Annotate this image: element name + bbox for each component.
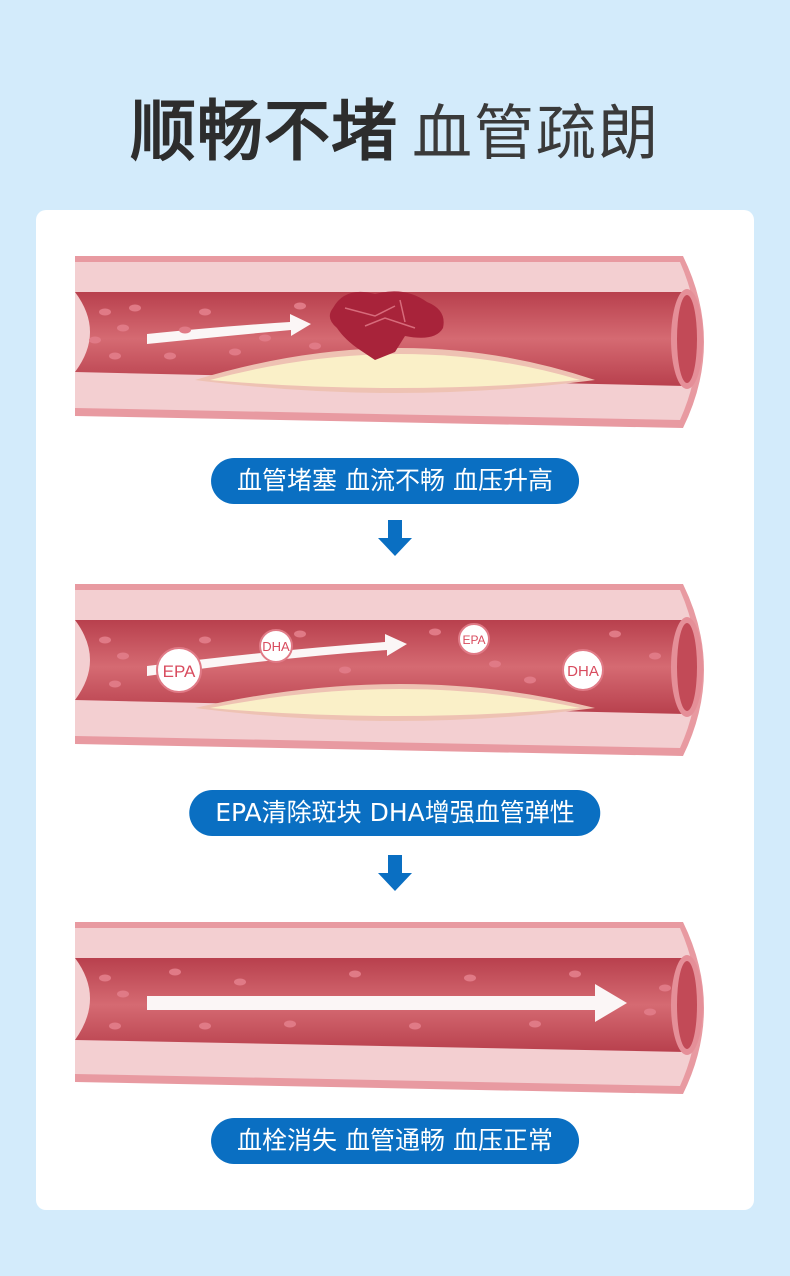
dha-label-small: DHA bbox=[262, 639, 290, 654]
down-arrow-icon bbox=[378, 855, 412, 891]
dha-label-large: DHA bbox=[567, 663, 599, 680]
dha-molecule-small bbox=[259, 629, 293, 663]
page-title: 顺畅不堵血管疏朗 bbox=[0, 78, 790, 174]
dha-molecule-large bbox=[562, 649, 604, 691]
vessel-epa-dha-illustration: EPA DHA EPA DHA bbox=[75, 584, 704, 756]
epa-molecule-large bbox=[156, 647, 202, 693]
epa-label-large: EPA bbox=[163, 662, 196, 681]
stage-2-caption: EPA清除斑块 DHA增强血管弹性 bbox=[189, 790, 601, 836]
title-light: 血管疏朗 bbox=[412, 99, 660, 169]
down-arrow-icon bbox=[378, 520, 412, 556]
title-bold: 顺畅不堵 bbox=[130, 93, 398, 170]
epa-molecule-small bbox=[458, 623, 490, 655]
vessel-blocked-illustration bbox=[75, 256, 704, 428]
vessel-clear-illustration bbox=[75, 922, 704, 1094]
stage-3-caption: 血栓消失 血管通畅 血压正常 bbox=[211, 1118, 579, 1164]
epa-label-small: EPA bbox=[462, 633, 485, 647]
stage-1-caption: 血管堵塞 血流不畅 血压升高 bbox=[211, 458, 579, 504]
